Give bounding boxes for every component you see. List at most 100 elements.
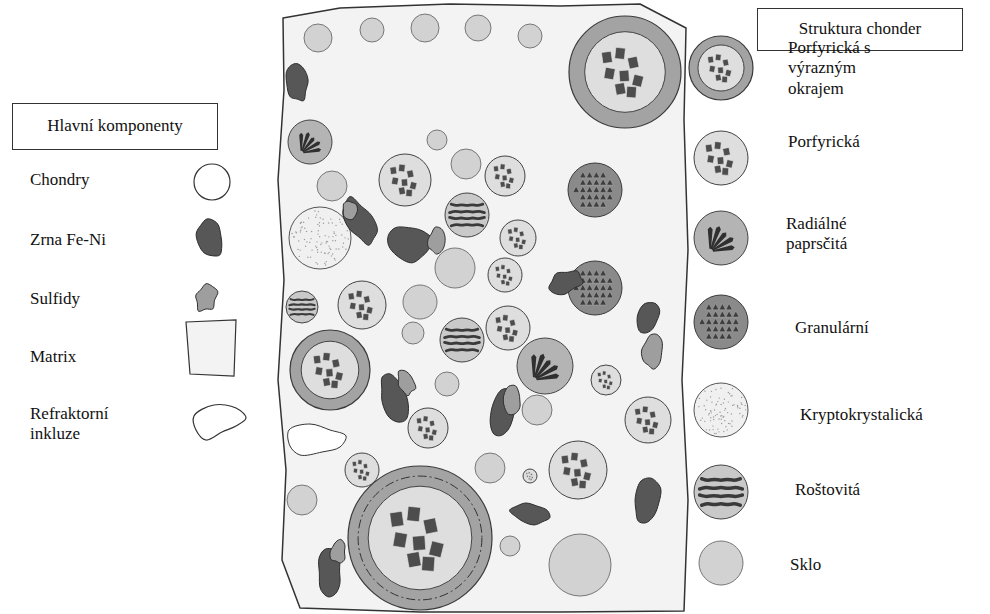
- legend-label: Matrix: [30, 347, 170, 367]
- olivine-bar: [445, 336, 480, 337]
- phenocryst: [407, 506, 421, 522]
- phenocryst: [390, 511, 404, 527]
- chondrule: [435, 372, 459, 396]
- chondrule: [689, 36, 753, 100]
- crypto-grain: [723, 431, 724, 432]
- phenocryst: [619, 70, 629, 82]
- chondrule: [411, 14, 439, 42]
- phenocryst: [708, 56, 714, 63]
- crypto-grain: [744, 405, 745, 406]
- granule: [593, 270, 600, 276]
- chondrule: [694, 465, 748, 519]
- crypto-grain: [739, 413, 740, 414]
- phenocryst: [398, 187, 405, 195]
- chondrule-rim: [569, 16, 681, 128]
- phenocryst: [502, 334, 508, 341]
- olivine-bar: [446, 329, 477, 330]
- sulfide-grain: [503, 385, 520, 415]
- legend-label: Porfyrická s výrazným okrajem: [788, 38, 886, 99]
- crypto-grain: [335, 234, 336, 235]
- chondrule: [500, 536, 520, 556]
- crypto-grain: [305, 246, 306, 247]
- legend-fe-ni-symbol: [196, 219, 222, 256]
- crypto-grain: [320, 217, 321, 218]
- chondrule-body: [445, 193, 489, 237]
- phenocryst: [363, 313, 369, 320]
- phenocryst: [429, 435, 434, 441]
- crypto-grain: [311, 249, 312, 250]
- crypto-grain: [741, 404, 742, 405]
- crypto-grain: [729, 423, 730, 424]
- sulfide-grain: [398, 370, 416, 396]
- chondrule-body: [549, 441, 607, 499]
- phenocryst: [508, 177, 514, 184]
- phenocryst: [530, 473, 532, 475]
- granule: [607, 284, 614, 290]
- chondrule-body: [486, 306, 530, 350]
- chondrule-body: [694, 383, 748, 437]
- crypto-grain: [330, 249, 331, 250]
- phenocryst: [642, 406, 648, 413]
- olivine-bar: [450, 211, 485, 212]
- chondrule: [549, 534, 611, 596]
- granule: [593, 284, 600, 290]
- sulfide-grain: [330, 539, 345, 563]
- granule: [726, 304, 733, 310]
- phenocryst: [358, 460, 363, 465]
- legend-refractory-symbol: [193, 405, 246, 441]
- granule: [706, 333, 713, 339]
- crypto-grain: [299, 249, 300, 250]
- crypto-grain: [301, 226, 302, 227]
- crypto-grain: [328, 222, 329, 223]
- phenocryst: [429, 420, 435, 426]
- chondrule: [500, 220, 536, 256]
- crypto-grain: [320, 244, 321, 245]
- legend-label: Radiálné paprsčitá: [786, 214, 884, 255]
- crypto-grain: [737, 406, 738, 407]
- crypto-grain: [721, 415, 722, 416]
- crypto-grain: [310, 256, 311, 257]
- chondrule: [694, 295, 748, 349]
- phenocryst: [725, 69, 732, 77]
- crypto-grain: [719, 412, 720, 413]
- crypto-grain: [714, 433, 715, 434]
- phenocryst: [725, 159, 733, 168]
- chondrule: [289, 207, 351, 269]
- crypto-grain: [300, 222, 301, 223]
- crypto-grain: [715, 433, 716, 434]
- phenocryst: [513, 243, 518, 249]
- phenocryst: [331, 380, 338, 388]
- granule: [699, 318, 706, 324]
- chondrule: [549, 441, 607, 499]
- chondrule: [338, 281, 386, 329]
- fe-ni-grain: [510, 503, 551, 525]
- olivine-bar: [289, 308, 314, 311]
- phenocryst: [563, 467, 571, 476]
- glass-chondrule: [475, 453, 505, 483]
- phenocryst: [722, 168, 729, 176]
- crypto-grain: [716, 414, 717, 415]
- crypto-grain: [710, 417, 711, 418]
- crypto-grain: [334, 258, 335, 259]
- legend-label: Granulární: [795, 318, 975, 338]
- granule: [593, 277, 600, 283]
- glass-chondrule: [518, 24, 542, 48]
- chondrule-body: [694, 211, 748, 265]
- phenocryst: [512, 329, 519, 336]
- phenocryst: [422, 556, 435, 571]
- phenocryst: [412, 536, 425, 551]
- crypto-grain: [739, 408, 740, 409]
- phenocryst: [425, 427, 430, 433]
- phenocryst: [502, 175, 507, 181]
- crypto-grain: [334, 259, 335, 260]
- phenocryst: [606, 385, 610, 389]
- legend-label: Sulfidy: [30, 289, 180, 309]
- crypto-grain: [742, 415, 743, 416]
- legend-label: Roštovitá: [795, 480, 975, 500]
- granule: [712, 333, 719, 339]
- chondrule: [694, 211, 748, 265]
- chondrule-body: [591, 365, 621, 395]
- phenocryst: [363, 296, 370, 304]
- granule: [600, 179, 607, 185]
- phenocryst: [502, 315, 508, 322]
